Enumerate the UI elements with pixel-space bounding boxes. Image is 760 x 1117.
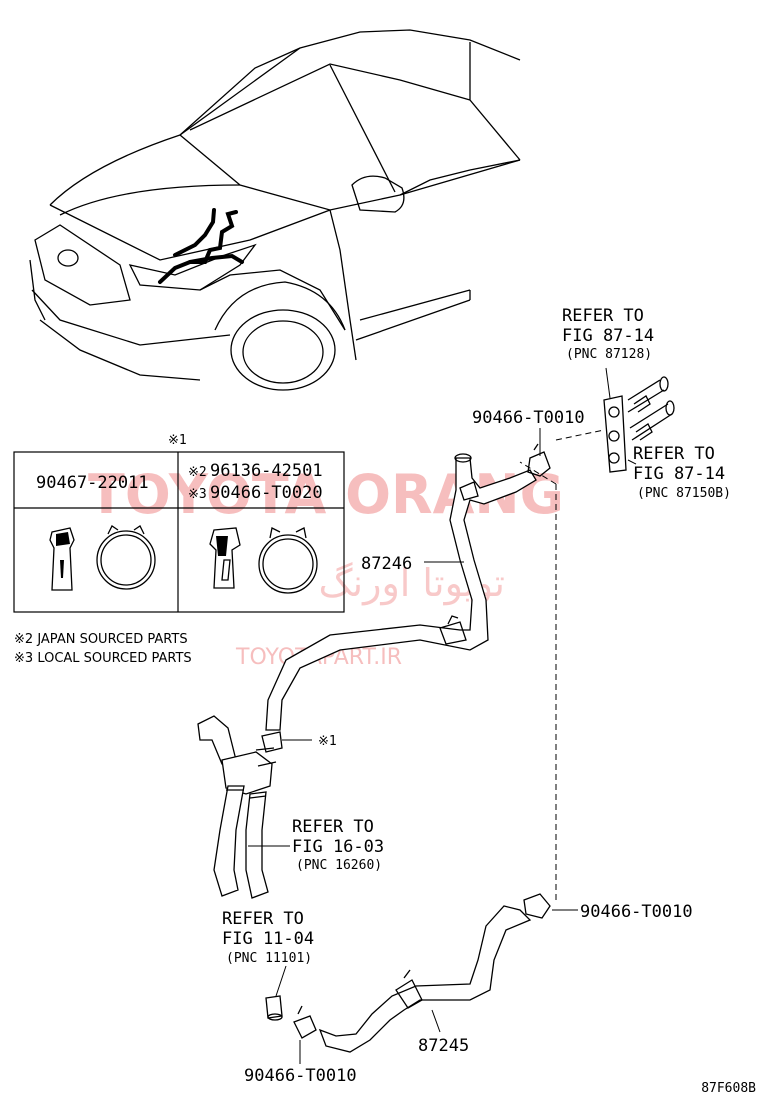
clip-part-variant-icon: [209, 527, 241, 589]
clamp-top: [527, 443, 551, 477]
ref-11101-line1: REFER TO: [222, 909, 304, 929]
front-grille: [34, 224, 131, 306]
clamp-mid-label: 90466-T0010: [580, 902, 693, 922]
ref-87150b-pnc: (PNC 87150B): [637, 486, 731, 501]
front-wheel: [230, 309, 336, 391]
ref-16260-line2: FIG 16-03: [292, 837, 384, 857]
car-roof-line: [179, 29, 521, 136]
pipe-stub: [265, 995, 283, 1021]
water-valve-assembly: [197, 715, 283, 899]
clamp-bottom-label: 90466-T0010: [244, 1066, 357, 1086]
table-marker: ※1: [168, 433, 187, 448]
car-illustration: [29, 29, 521, 391]
note-mark-japan: ※2: [14, 632, 33, 647]
ref-11101-line2: FIG 11-04: [222, 929, 314, 949]
side-mirror: [351, 175, 405, 213]
ref-87128-pnc: (PNC 87128): [566, 347, 652, 362]
table-part-local: 90466-T0020: [210, 483, 323, 503]
hose-87245: [318, 905, 532, 1053]
hose-location-highlight: [158, 210, 238, 284]
clamp-bottom: [293, 1005, 317, 1039]
note-japan: JAPAN SOURCED PARTS: [36, 632, 187, 647]
ref-87128-line2: FIG 87-14: [562, 326, 654, 346]
emblem: [57, 249, 79, 267]
ref-87150b-line2: FIG 87-14: [633, 464, 725, 484]
table-left-part-number: 90467-22011: [36, 473, 149, 493]
ref-16260-line1: REFER TO: [292, 817, 374, 837]
table-mark-local: ※3: [188, 487, 207, 502]
hose-clamp-variant-icon: [258, 527, 318, 594]
note-mark-local: ※3: [14, 651, 33, 666]
headlight: [128, 243, 257, 291]
ref-11101-pnc: (PNC 11101): [226, 951, 312, 966]
car-windshield-base: [179, 134, 521, 211]
hose-87246-label: 87246: [361, 554, 412, 574]
svg-text:※2 JAPAN SOURCED PARTS: ※2 JAPAN SOURCED PARTS: [14, 632, 188, 647]
note-local: LOCAL SOURCED PARTS: [37, 651, 191, 666]
hose-clamp-icon: [96, 525, 156, 590]
table-part-japan: 96136-42501: [210, 461, 323, 481]
front-fender: [199, 269, 346, 331]
parts-table: ※1 90467-22011 ※2 96136-42501 ※3 90466-T…: [13, 433, 345, 613]
car-door-line: [329, 209, 357, 361]
figure-id: 87F608B: [701, 1081, 756, 1096]
clamp-top-label: 90466-T0010: [472, 408, 585, 428]
clamp-mid: [523, 893, 551, 919]
hood-edge: [49, 134, 181, 206]
hose-87246: [265, 453, 537, 731]
table-mark-japan: ※2: [188, 465, 207, 480]
ref-87128-line1: REFER TO: [562, 306, 644, 326]
connector-bracket: [603, 395, 627, 473]
ref-87150b-line1: REFER TO: [633, 444, 715, 464]
ref-16260-pnc: (PNC 16260): [296, 858, 382, 873]
hose-87245-label: 87245: [418, 1036, 469, 1056]
svg-text:※3 LOCAL SOURCED PARTS: ※3 LOCAL SOURCED PARTS: [14, 651, 192, 666]
heater-pipes: [627, 376, 675, 441]
clip-marker-label: ※1: [318, 734, 337, 749]
clip-part-icon: [49, 527, 75, 591]
